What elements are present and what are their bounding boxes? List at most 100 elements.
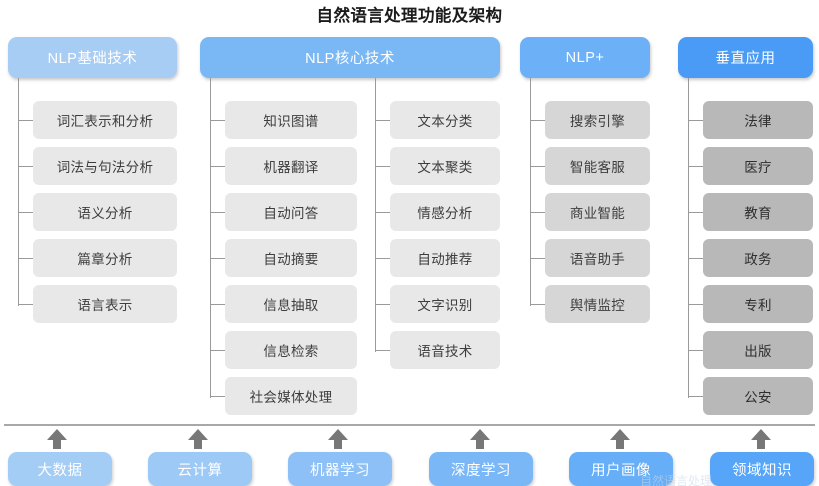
item-label: 出版: [744, 344, 772, 359]
header-nlp-plus[interactable]: NLP+: [520, 37, 650, 78]
up-arrow-icon: [47, 429, 67, 449]
connector-stub: [375, 350, 390, 351]
connector-stub: [375, 304, 390, 305]
item-box[interactable]: 文本分类: [390, 101, 500, 139]
connector-trunk-col5: [688, 78, 689, 398]
foundation-pill-big-data[interactable]: 大数据: [8, 452, 112, 486]
connector-stub: [688, 166, 703, 167]
connector-stub: [210, 120, 225, 121]
item-box[interactable]: 公安: [703, 377, 813, 415]
connector-stub: [210, 396, 225, 397]
connector-stub: [210, 166, 225, 167]
item-label: 词汇表示和分析: [56, 114, 154, 129]
item-box[interactable]: 搜索引擎: [545, 101, 650, 139]
foundation-pill-domain-knowledge[interactable]: 领域知识: [710, 452, 814, 486]
header-nlp-core[interactable]: NLP核心技术: [200, 37, 500, 78]
item-label: 舆情监控: [569, 298, 626, 313]
item-box[interactable]: 情感分析: [390, 193, 500, 231]
item-label: 社会媒体处理: [249, 390, 333, 405]
header-label: 垂直应用: [715, 51, 776, 67]
up-arrow-icon: [328, 429, 348, 449]
connector-stub: [375, 166, 390, 167]
item-box[interactable]: 专利: [703, 285, 813, 323]
item-box[interactable]: 教育: [703, 193, 813, 231]
item-box[interactable]: 篇章分析: [33, 239, 177, 277]
foundation-pill-cloud-computing[interactable]: 云计算: [148, 452, 252, 486]
header-nlp-basic[interactable]: NLP基础技术: [8, 37, 177, 78]
item-box[interactable]: 语言表示: [33, 285, 177, 323]
item-box[interactable]: 商业智能: [545, 193, 650, 231]
item-box[interactable]: 信息抽取: [225, 285, 357, 323]
connector-trunk-col2: [210, 78, 211, 398]
item-box[interactable]: 出版: [703, 331, 813, 369]
item-box[interactable]: 医疗: [703, 147, 813, 185]
foundation-pill-deep-learning[interactable]: 深度学习: [429, 452, 533, 486]
item-label: 机器翻译: [263, 160, 319, 175]
item-label: 医疗: [744, 160, 772, 175]
item-label: 知识图谱: [263, 114, 319, 129]
connector-stub: [688, 304, 703, 305]
connector-stub: [210, 304, 225, 305]
item-box[interactable]: 智能客服: [545, 147, 650, 185]
item-label: 信息抽取: [263, 298, 319, 313]
item-box[interactable]: 自动摘要: [225, 239, 357, 277]
connector-stub: [18, 304, 33, 305]
item-box[interactable]: 舆情监控: [545, 285, 650, 323]
section-divider: [4, 424, 815, 426]
item-label: 语音技术: [417, 344, 473, 359]
header-vertical-apps[interactable]: 垂直应用: [678, 37, 813, 78]
item-label: 教育: [744, 206, 772, 221]
item-label: 法律: [744, 114, 772, 129]
connector-trunk-col3: [375, 78, 376, 352]
item-box[interactable]: 法律: [703, 101, 813, 139]
item-label: 语义分析: [77, 206, 133, 221]
item-label: 情感分析: [417, 206, 473, 221]
item-label: 篇章分析: [77, 252, 133, 267]
item-label: 自动推荐: [417, 252, 473, 267]
item-box[interactable]: 语义分析: [33, 193, 177, 231]
item-box[interactable]: 词法与句法分析: [33, 147, 177, 185]
item-label: 专利: [744, 298, 772, 313]
header-label: NLP+: [565, 49, 605, 66]
foundation-label: 用户画像: [591, 462, 651, 479]
item-label: 文字识别: [417, 298, 473, 313]
item-box[interactable]: 信息检索: [225, 331, 357, 369]
item-box[interactable]: 社会媒体处理: [225, 377, 357, 415]
connector-stub: [210, 212, 225, 213]
up-arrow-icon: [610, 429, 630, 449]
connector-stub: [530, 120, 545, 121]
item-label: 公安: [744, 390, 772, 405]
item-label: 智能客服: [569, 160, 626, 175]
item-box[interactable]: 自动问答: [225, 193, 357, 231]
connector-stub: [688, 350, 703, 351]
connector-stub: [18, 120, 33, 121]
item-box[interactable]: 语音技术: [390, 331, 500, 369]
connector-stub: [375, 212, 390, 213]
connector-stub: [530, 258, 545, 259]
item-box[interactable]: 知识图谱: [225, 101, 357, 139]
item-box[interactable]: 政务: [703, 239, 813, 277]
item-box[interactable]: 文本聚类: [390, 147, 500, 185]
connector-stub: [688, 212, 703, 213]
foundation-label: 机器学习: [310, 462, 370, 479]
item-label: 文本分类: [417, 114, 473, 129]
item-box[interactable]: 语音助手: [545, 239, 650, 277]
connector-stub: [688, 258, 703, 259]
item-box[interactable]: 文字识别: [390, 285, 500, 323]
foundation-pill-machine-learning[interactable]: 机器学习: [288, 452, 392, 486]
item-label: 文本聚类: [417, 160, 473, 175]
up-arrow-icon: [470, 429, 490, 449]
item-label: 自动摘要: [263, 252, 319, 267]
connector-trunk-col1: [18, 78, 19, 306]
item-label: 商业智能: [569, 206, 626, 221]
connector-stub: [375, 120, 390, 121]
foundation-pill-user-profile[interactable]: 用户画像: [569, 452, 673, 486]
foundation-label: 深度学习: [451, 462, 511, 479]
item-box[interactable]: 机器翻译: [225, 147, 357, 185]
connector-trunk-col4: [530, 78, 531, 306]
item-box[interactable]: 自动推荐: [390, 239, 500, 277]
item-label: 词法与句法分析: [56, 160, 154, 175]
item-box[interactable]: 词汇表示和分析: [33, 101, 177, 139]
connector-stub: [530, 166, 545, 167]
